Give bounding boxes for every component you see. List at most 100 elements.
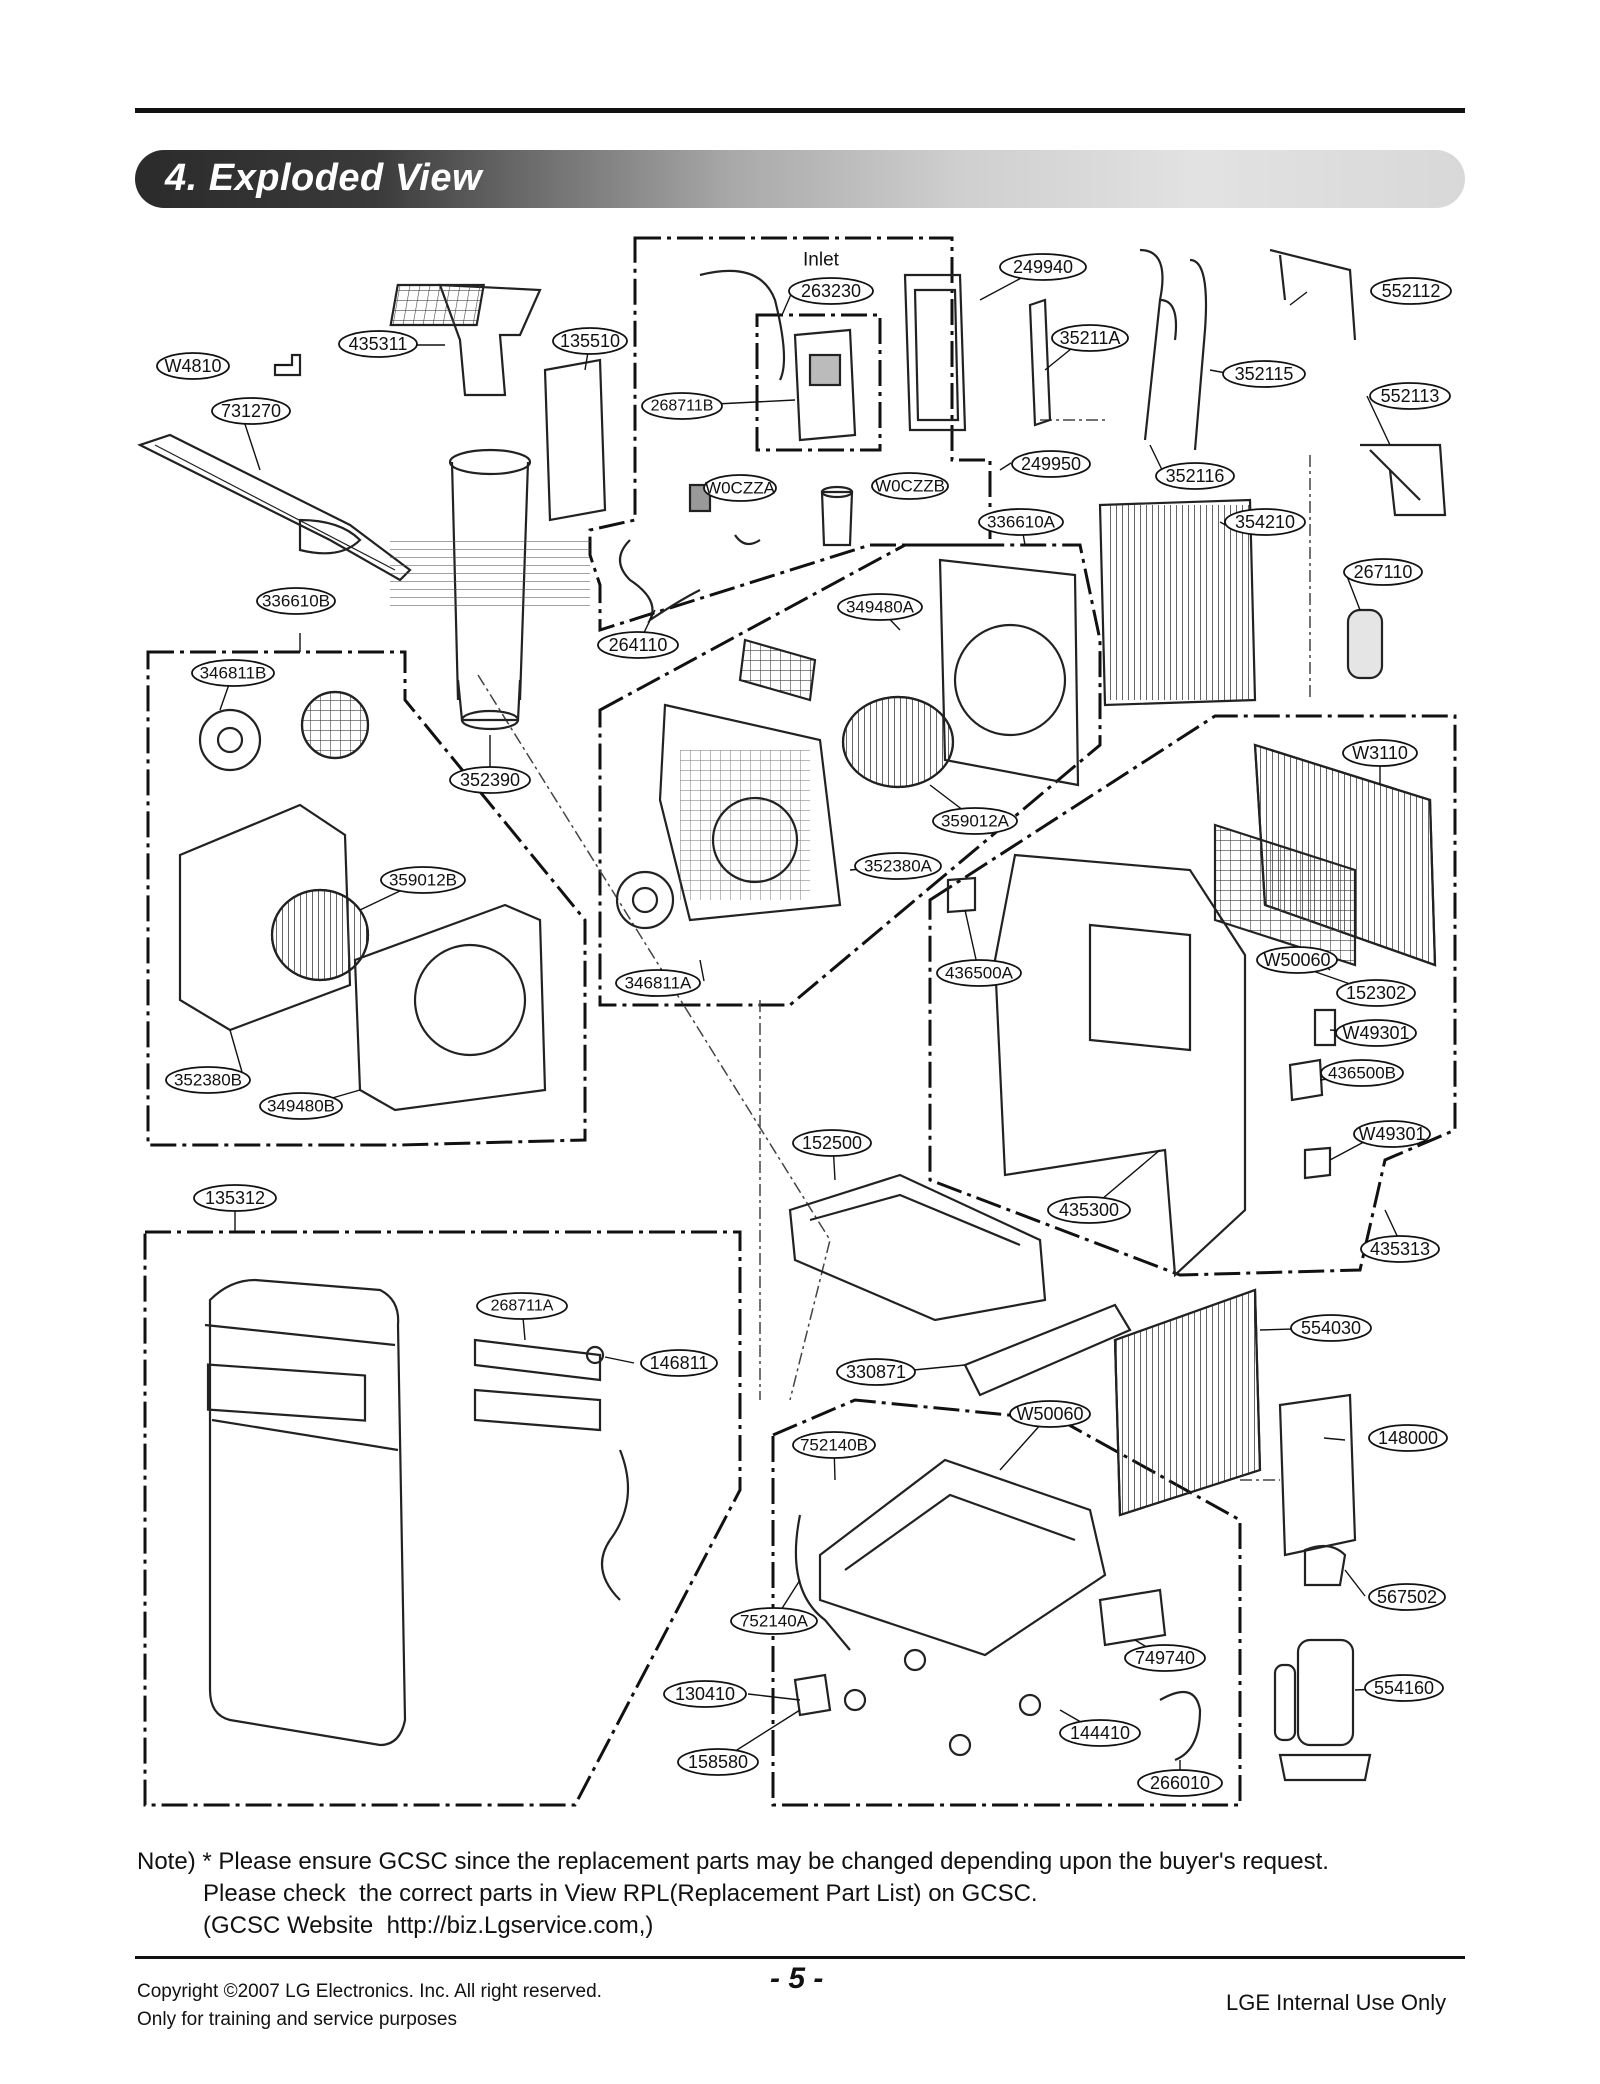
copyright-text: Copyright ©2007 LG Electronics. Inc. All… [137,1981,602,2002]
main-pcb-drawing [793,328,857,442]
drain-hose-drawing [794,1514,851,1651]
part-label: 264110 [609,635,668,655]
shroud-a-drawing [938,558,1080,787]
knob-146811-drawing [585,1345,605,1365]
part-label: 249950 [1021,454,1081,474]
section-banner: 4. Exploded View [135,150,1465,208]
fan-housing-a-drawing [658,703,842,922]
bracket-436500b-drawing [1288,1058,1324,1102]
inlet-label: Inlet [803,250,840,271]
part-label: 249940 [1013,257,1073,277]
note-block: Note) * Please ensure GCSC since the rep… [137,1846,1329,1942]
part-label: W0CZZA [705,479,776,498]
part-label: 552113 [1381,386,1440,406]
part-label: 554030 [1301,1318,1361,1338]
compressor-drawing [1296,1638,1355,1747]
part-labels: Inlet 263230 249940 552112 435311 135510… [164,250,1440,1794]
part-label: 146811 [650,1353,709,1373]
part-label: 135312 [205,1188,265,1208]
display-pcb-drawing [473,1338,602,1382]
part-label: W49301 [1358,1124,1425,1144]
exhaust-hose-drawing [390,448,590,731]
part-label: 268711B [651,398,714,415]
part-label: W4810 [164,356,221,376]
part-label: 263230 [801,281,861,301]
bracket-w49301b-drawing [1303,1146,1332,1180]
part-label: 152500 [802,1133,862,1153]
casters-drawing [843,1648,1042,1757]
leader-lines [219,267,1405,1783]
part-label: 266010 [1150,1773,1210,1793]
base-pan-drawing [818,1458,1107,1657]
part-label: 436500A [945,964,1014,983]
part-label: 752140A [740,1612,809,1631]
shroud-b-drawing [353,903,547,1112]
part-label-ellipses [156,253,1452,1797]
part-label: 349480B [267,1097,335,1116]
section-title: 4. Exploded View [165,157,483,199]
part-label: 359012A [941,812,1010,831]
part-label: 435313 [1370,1239,1430,1259]
internal-use-text: LGE Internal Use Only [1226,1990,1447,2015]
part-label: 352380A [864,857,933,876]
front-panel-group-frame [143,1230,742,1807]
part-label: 567502 [1377,1587,1437,1607]
filter-152302-drawing [1213,823,1357,967]
hose-cover-drawing [543,358,607,522]
bracket-w4810-drawing [273,353,302,377]
page-number: - 5 - [770,1962,824,1995]
cabinet-group-frame [928,714,1457,1277]
footer-left: Copyright ©2007 LG Electronics. Inc. All… [137,1978,602,2034]
part-label: 436500B [1328,1064,1396,1083]
part-label: 267110 [1354,562,1413,582]
tray-330871-drawing [963,1303,1132,1397]
part-label: 435300 [1059,1200,1119,1220]
part-label: 268711A [491,1298,554,1315]
base-group-frame [771,1398,1242,1807]
part-label: 731270 [221,401,281,421]
note-line-2: Please check the correct parts in View R… [203,1880,1038,1907]
exhaust-adapter-grille [389,283,486,327]
left-fan-group-frame [146,650,587,1147]
power-harness-drawing [618,539,701,624]
part-label: 352390 [460,770,520,790]
part-label: 352115 [1235,364,1294,384]
sensor-266010-drawing [1159,1690,1202,1762]
control-box-drawing [903,273,967,432]
drain-pan-drawing [788,1173,1047,1322]
part-label: 352116 [1166,466,1225,486]
pipe-552112-drawing [1269,248,1357,341]
part-label: 554160 [1374,1678,1434,1698]
display-harness-drawing [600,1449,630,1601]
pcb-group-frame [755,313,882,452]
part-label: 359012B [389,871,457,890]
remote-control-drawing [1346,608,1384,680]
part-label: W3110 [1352,743,1408,763]
motor-346811a-drawing [615,870,675,930]
part-label: 135510 [560,331,620,351]
note-line-3: (GCSC Website http://biz.Lgservice.com,) [203,1912,654,1939]
bracket-436500a-drawing [946,876,977,914]
part-label: 336610B [262,592,330,611]
pipe-352115-drawing [1189,258,1208,451]
part-label: 158580 [688,1752,748,1772]
part-label: 752140B [800,1436,868,1455]
part-label: 354210 [1235,512,1295,532]
part-label: W50060 [1263,950,1330,970]
pump-drawing [793,1673,832,1717]
bottom-rule [135,1956,1465,1959]
switch-box-drawing [1098,1588,1167,1647]
part-label: 130410 [675,1684,735,1704]
part-label: W49301 [1342,1023,1409,1043]
bracket-w49301-drawing [1313,1008,1337,1047]
overload-protector-drawing [1303,1544,1347,1587]
top-rule [135,108,1465,113]
tube-drawing [820,490,854,547]
side-plate-drawing [1278,1393,1357,1557]
window-slider-handle [298,518,362,555]
part-label: 346811A [625,974,692,993]
part-label: W50060 [1016,1404,1083,1424]
part-label: W0CZZB [875,477,945,496]
part-label: 346811B [200,664,267,683]
